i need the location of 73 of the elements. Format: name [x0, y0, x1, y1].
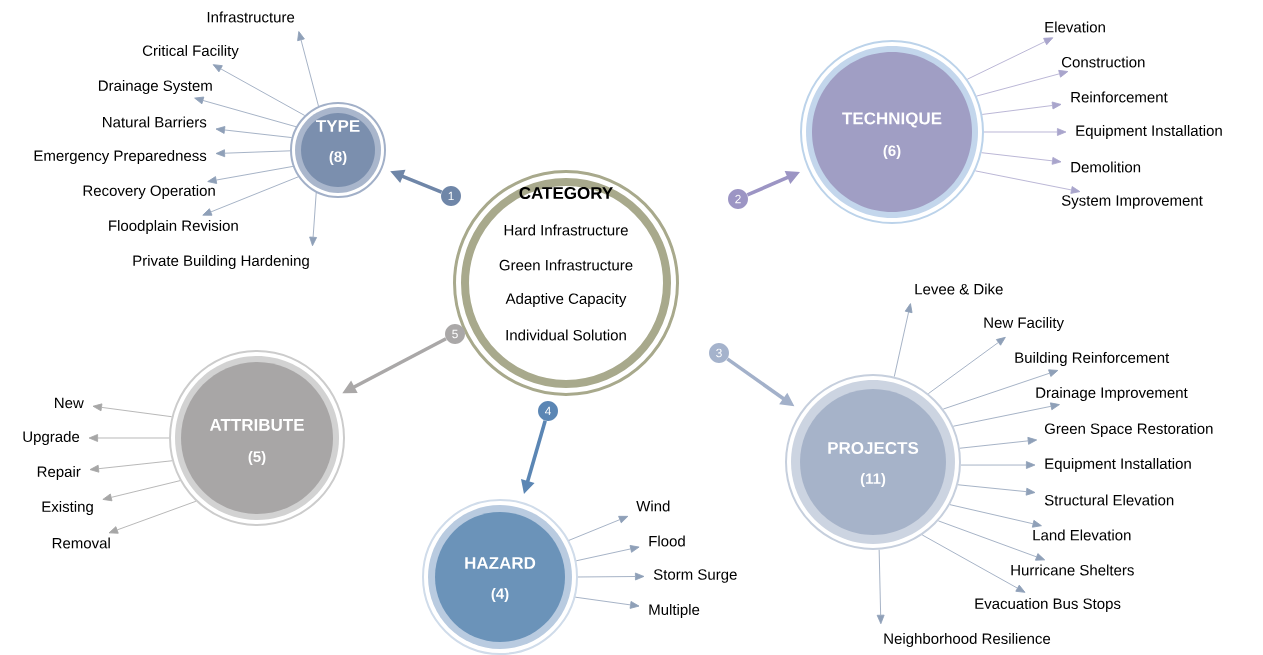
item-label: Wind: [636, 500, 670, 512]
item-label: Equipment Installation: [1045, 458, 1191, 472]
item-label: Green Space Restoration: [1044, 423, 1213, 437]
arrow: [309, 192, 317, 247]
arrow: [893, 303, 913, 377]
item-label: Land Elevation: [1033, 529, 1131, 541]
arrow: [89, 460, 173, 473]
item-label: Reinforcement: [1071, 91, 1168, 103]
arrow: [921, 534, 1026, 593]
item-label: Equipment Installation: [1076, 125, 1222, 139]
item-label: Demolition: [1071, 161, 1141, 173]
arrow: [102, 480, 181, 502]
item-label: Recovery Operation: [83, 185, 215, 199]
item-label: Drainage Improvement: [1036, 387, 1188, 401]
arrow: [876, 549, 885, 625]
item-label: Structural Elevation: [1044, 494, 1174, 506]
item-label: Storm Surge: [653, 569, 737, 583]
item-label: New Facility: [984, 317, 1064, 331]
arrow: [574, 596, 640, 609]
arrow: [92, 403, 173, 418]
item-label: Floodplain Revision: [109, 220, 238, 234]
arrow: [976, 69, 1069, 97]
arrow: [960, 461, 1036, 469]
arrow: [202, 176, 299, 216]
arrow: [297, 31, 319, 107]
item-label: Private Building Hardening: [133, 255, 309, 269]
arrow: [577, 572, 645, 581]
item-label: Removal: [52, 537, 110, 549]
item-label: Construction: [1061, 56, 1145, 68]
item-label: Emergency Preparedness: [34, 150, 207, 164]
number-badge: 5: [445, 324, 465, 344]
arrow: [212, 64, 306, 116]
item-label: Elevation: [1045, 21, 1105, 33]
arrow: [966, 37, 1054, 80]
arrow: [938, 520, 1046, 561]
item-label: Multiple: [649, 604, 700, 618]
item-label: Flood: [649, 535, 685, 547]
item-label: Natural Barriers: [103, 116, 207, 128]
number-badge: 4: [538, 401, 558, 421]
item-label: Levee & Dike: [915, 283, 1003, 295]
item-label: Upgrade: [23, 431, 80, 445]
item-label: Infrastructure: [207, 11, 295, 23]
arrow: [981, 152, 1062, 165]
arrow: [975, 170, 1081, 194]
number-badge: 1: [441, 186, 461, 206]
arrow: [942, 369, 1059, 410]
arrow: [957, 484, 1036, 496]
arrow: [575, 545, 640, 562]
number-badge: 2: [728, 189, 748, 209]
item-label: Repair: [37, 466, 81, 480]
arrow: [108, 500, 197, 534]
arrow: [88, 434, 170, 442]
arrow: [207, 166, 294, 184]
arrow: [194, 96, 297, 128]
arrow: [949, 504, 1042, 528]
arrow: [215, 149, 291, 158]
arrow: [215, 126, 293, 138]
item-label: Existing: [42, 501, 93, 515]
item-label: Neighborhood Resilience: [884, 633, 1051, 647]
number-badge: 3: [709, 343, 729, 363]
item-label: Building Reinforcement: [1015, 352, 1170, 366]
item-label: System Improvement: [1061, 195, 1203, 209]
item-label: Critical Facility: [142, 45, 239, 59]
arrow: [981, 101, 1062, 115]
item-label: Hurricane Shelters: [1011, 564, 1134, 576]
item-label: Evacuation Bus Stops: [975, 598, 1121, 612]
arrow: [928, 336, 1006, 394]
item-label: Drainage System: [99, 80, 212, 94]
item-label: New: [55, 397, 84, 409]
arrow: [953, 402, 1060, 427]
arrow: [568, 515, 629, 541]
arrow: [959, 436, 1038, 449]
arrow: [983, 128, 1067, 136]
